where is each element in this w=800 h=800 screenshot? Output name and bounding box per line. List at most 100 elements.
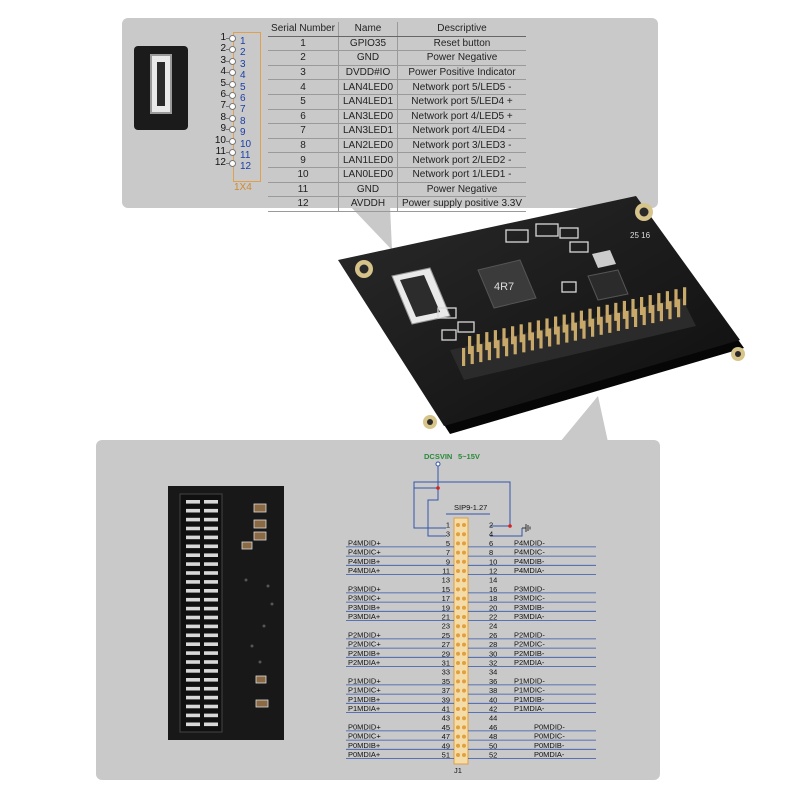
pin-number-left: 35 bbox=[442, 677, 450, 686]
header-pin bbox=[573, 322, 577, 341]
header-pad bbox=[186, 526, 200, 531]
header-pad bbox=[186, 686, 200, 691]
pin-number-right: 32 bbox=[489, 659, 497, 668]
connector-pin bbox=[456, 651, 460, 656]
header-pad bbox=[204, 624, 218, 629]
pin-number-left: 41 bbox=[442, 705, 450, 714]
connector-pin bbox=[462, 532, 466, 537]
pin-number-left: 21 bbox=[442, 613, 450, 622]
header-pin-number-right: 11 bbox=[240, 150, 251, 161]
net-label-right: P1MDID- bbox=[514, 676, 545, 685]
cell-serial: 12 bbox=[268, 196, 339, 212]
pin-header bbox=[450, 287, 696, 380]
silkscreen-text: 25 16 bbox=[630, 231, 651, 240]
connector-pin bbox=[456, 569, 460, 573]
header-pin bbox=[476, 334, 480, 353]
header-pin bbox=[505, 338, 509, 357]
pin-number-left: 37 bbox=[442, 686, 450, 695]
header-pin bbox=[616, 312, 620, 331]
connector-pin bbox=[456, 541, 460, 546]
connector-pin bbox=[462, 596, 466, 601]
smd-component bbox=[592, 250, 616, 268]
header-pad bbox=[204, 571, 218, 575]
pin-number-left: 1 bbox=[446, 521, 450, 530]
pin-number-right: 24 bbox=[489, 622, 497, 631]
header-pin bbox=[485, 332, 489, 351]
header-pad bbox=[186, 580, 200, 584]
header-pad bbox=[204, 562, 218, 566]
connector-pin bbox=[462, 578, 466, 583]
connector-pin bbox=[462, 734, 466, 739]
header-pin-number-right: 8 bbox=[240, 115, 246, 127]
pin-number-right: 38 bbox=[489, 686, 497, 695]
header-pin bbox=[588, 308, 592, 327]
header-pad bbox=[186, 597, 200, 602]
net-label-left: P3MDIB+ bbox=[348, 603, 381, 612]
header-pin bbox=[648, 295, 652, 314]
board-render: 4R7 25 16 bbox=[338, 196, 745, 434]
pin-number-left: 11 bbox=[442, 567, 450, 576]
net-label-left: P0MDIC+ bbox=[348, 732, 381, 741]
cell-serial: 6 bbox=[268, 109, 339, 125]
connector-pin bbox=[456, 596, 460, 601]
header-pin bbox=[608, 314, 612, 333]
header-pin bbox=[539, 330, 543, 349]
connector-pin bbox=[462, 661, 466, 665]
net-label-left: P3MDID+ bbox=[348, 584, 381, 593]
cell-serial: 8 bbox=[268, 138, 339, 154]
header-pin bbox=[582, 320, 586, 339]
header-pin-number-left: 6 bbox=[220, 89, 226, 100]
connector-pin bbox=[462, 605, 466, 610]
pin-number-left: 23 bbox=[442, 622, 450, 631]
pin-number-right: 30 bbox=[489, 649, 497, 658]
cell-serial: 11 bbox=[268, 182, 339, 198]
header-pad bbox=[204, 508, 218, 513]
header-pin-number-right: 9 bbox=[240, 127, 246, 139]
header-pin bbox=[591, 318, 595, 337]
pin-number-right: 22 bbox=[489, 613, 497, 622]
cell-descriptive: Network port 1/LED1 - bbox=[397, 167, 526, 183]
connector-pin bbox=[462, 633, 466, 638]
header-pad bbox=[204, 526, 218, 531]
header-pad bbox=[204, 651, 218, 655]
net-label-right: P1MDIB- bbox=[514, 695, 545, 704]
header-pin bbox=[522, 334, 526, 353]
smd-pads bbox=[241, 503, 269, 708]
net-label-left: P0MDID+ bbox=[348, 722, 381, 731]
cell-serial: 7 bbox=[268, 123, 339, 139]
connector-pin bbox=[456, 697, 460, 702]
connector-pin bbox=[462, 587, 466, 592]
cell-name: AVDDH bbox=[338, 196, 398, 212]
pin-number-right: 50 bbox=[489, 741, 497, 750]
net-label-right: P3MDIA- bbox=[514, 612, 545, 621]
cell-descriptive: Power supply positive 3.3V bbox=[397, 196, 526, 212]
net-label-right: P0MDIC- bbox=[534, 732, 565, 741]
connector-pin bbox=[456, 707, 460, 711]
net-label-left: P3MDIA+ bbox=[348, 612, 381, 621]
cell-descriptive: Network port 2/LED2 - bbox=[397, 152, 526, 168]
cell-serial: 10 bbox=[268, 167, 339, 183]
net-label-left: P1MDID+ bbox=[348, 676, 381, 685]
header-pad bbox=[186, 615, 200, 620]
header-pin-number-left: 2 bbox=[220, 43, 226, 55]
header-pin bbox=[665, 291, 669, 310]
net-label-left: P2MDID+ bbox=[348, 630, 381, 639]
header-pin bbox=[536, 320, 540, 339]
pin-number-right: 6 bbox=[489, 539, 493, 548]
voltage-label: 5~15V bbox=[458, 452, 480, 461]
part-label: SIP9-1.27 bbox=[454, 503, 487, 512]
pin-number-left: 5 bbox=[446, 539, 450, 548]
pin-number-right: 16 bbox=[489, 585, 497, 594]
pin-number-right: 52 bbox=[489, 751, 497, 760]
header-caption: 1X4 bbox=[234, 182, 252, 193]
connector-pin bbox=[456, 523, 460, 527]
pin-number-left: 19 bbox=[442, 603, 450, 612]
connector-pin bbox=[456, 743, 460, 748]
cell-name: LAN1LED0 bbox=[338, 152, 398, 168]
header-pin bbox=[502, 328, 506, 347]
pin-number-left: 3 bbox=[446, 530, 450, 539]
connector-pin bbox=[456, 550, 460, 555]
header-pad bbox=[186, 544, 200, 549]
